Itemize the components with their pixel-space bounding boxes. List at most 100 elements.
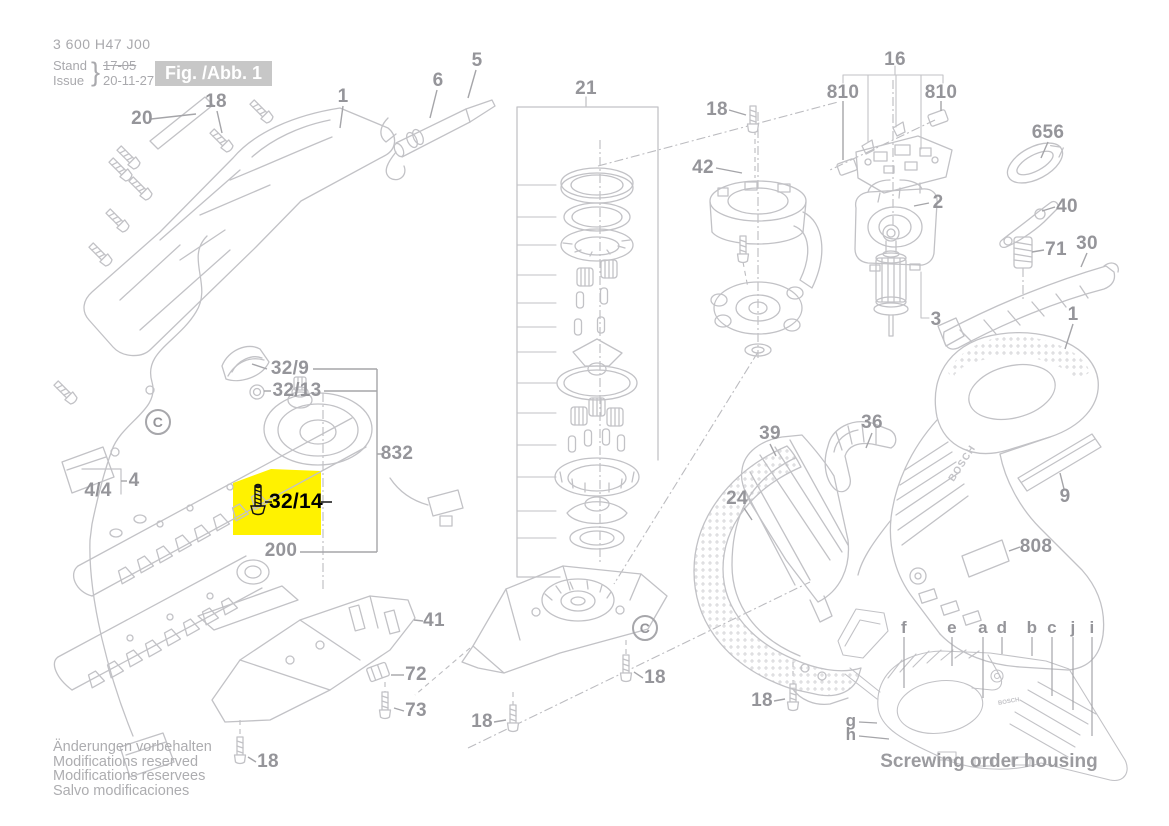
spring-71-drawing [1013,236,1033,269]
part-callout-40-e: e [947,618,957,637]
part-callout-18-32-9: 32/9 [270,358,310,379]
revision-brace: } [90,57,101,87]
revision-block: Stand Issue } 17-05 20-11-27 [53,57,154,88]
part-callout-28-9: 9 [1059,486,1071,507]
part-callout-19-32-13: 32/13 [272,380,322,401]
letter-leader-lines [858,637,1093,740]
part-callout-17-3: 3 [930,309,942,330]
header: 3 600 H47 J00 Stand Issue } 17-05 20-11-… [53,36,154,88]
housing-1-drawing [857,332,1105,671]
part-callout-38-c: C [632,615,658,641]
sticker-808 [961,539,1010,578]
stand-label: Stand [53,57,87,73]
part-callout-43-b: b [1026,618,1038,637]
part-callout-1-18: 18 [205,91,227,112]
part-callout-37-c: C [145,409,171,435]
electronics-16-drawing [836,65,953,203]
part-callout-47-g: g [845,711,857,730]
part-callout-23-32-14: 32/14 [268,490,324,513]
cable-harness-drawing [61,235,464,778]
part-callout-5-21: 21 [575,78,597,99]
part-callout-36-18: 18 [257,751,279,772]
part-callout-4-5: 5 [471,50,483,71]
figure-label: Fig. /Abb. 1 [155,61,272,86]
gearbox-drawing [461,565,800,733]
motor-housing-drawing [51,96,396,407]
guard-36-drawing [824,421,897,493]
footer-notes: Änderungen vorbehalten Modifications res… [53,740,212,798]
part-callout-12-2: 2 [932,192,944,213]
clip-656-drawing [1006,142,1064,184]
spindle-drawing [380,99,496,181]
part-callout-26-36: 36 [861,412,883,433]
part-callout-30-41: 41 [423,610,445,631]
stack-ticks [516,184,557,539]
lever-40-drawing [999,200,1059,249]
part-callout-24-200: 200 [264,540,298,561]
part-callout-25-39: 39 [759,423,781,444]
note-line: Modifications reservees [53,768,206,784]
leader-lines [121,69,1093,763]
part-callout-20-832: 832 [380,443,414,464]
blade-upper-drawing [73,376,373,597]
part-callout-41-a: a [978,618,988,637]
part-callout-32-73: 73 [405,700,427,721]
part-callout-11-42: 42 [692,157,714,178]
gear-stack-drawing [516,96,659,578]
note-line: Salvo modificaciones [53,782,190,799]
ring-32-13 [249,384,265,400]
stand-value: 17-05 [103,57,137,73]
part-callout-10-18: 18 [706,99,728,120]
stator-2-drawing [854,179,938,272]
blade-lower-drawing [53,555,299,691]
highlight-screw-32-14 [250,483,332,516]
part-callout-9-656: 656 [1031,122,1065,143]
part-callout-45-j: j [1070,618,1076,637]
part-callout-16-1: 1 [1067,304,1079,325]
part-callout-13-40: 40 [1056,196,1078,217]
part-callout-8-810: 810 [924,82,958,103]
part-callout-7-810: 810 [826,82,860,103]
part-callout-6-16: 16 [884,49,906,70]
armature-3-drawing [873,224,930,337]
issue-value: 20-11-27 [103,72,155,88]
spacer-72 [366,661,390,683]
part-callout-0-20: 20 [131,108,153,129]
part-callout-34-18: 18 [471,711,493,732]
construction-lines [239,80,1024,749]
strip-9 [1017,433,1102,492]
rail-30-drawing [937,262,1119,350]
part-callout-27-24: 24 [726,488,748,509]
note-line: Modifications reserved [53,753,199,770]
cover-41-drawing [211,595,416,765]
part-callout-35-18: 18 [751,690,773,711]
part-callout-48-h: h [845,725,857,744]
mini-trimmer-drawing [837,608,1128,782]
strip-20 [149,96,214,150]
part-callout-22-4-4: 4/4 [84,480,112,501]
part-callout-14-71: 71 [1045,239,1067,260]
issue-label: Issue [53,72,85,88]
part-callout-33-18: 18 [644,667,666,688]
revision-values: 17-05 20-11-27 [103,58,154,88]
part-callout-2-1: 1 [337,86,349,107]
part-callout-46-i: i [1089,618,1095,637]
clamp-42-drawing [709,105,823,357]
part-callout-42-d: d [996,618,1008,637]
bracket-21 [516,96,659,578]
part-callout-39-f: f [901,618,907,637]
screwing-order-title: Screwing order housing [880,751,1098,772]
note-line: Änderungen vorbehalten [53,739,212,755]
part-callout-31-72: 72 [405,664,427,685]
document-number: 3 600 H47 J00 [53,36,151,52]
part-callout-44-c: c [1047,618,1057,637]
part-callout-3-6: 6 [432,70,444,91]
revision-labels: Stand Issue [53,58,87,88]
guard-39-drawing [740,434,850,623]
part-callout-15-30: 30 [1076,233,1098,254]
handle-24-drawing [693,445,862,706]
part-callout-21-4: 4 [128,470,140,491]
part-callout-29-808: 808 [1019,536,1053,557]
